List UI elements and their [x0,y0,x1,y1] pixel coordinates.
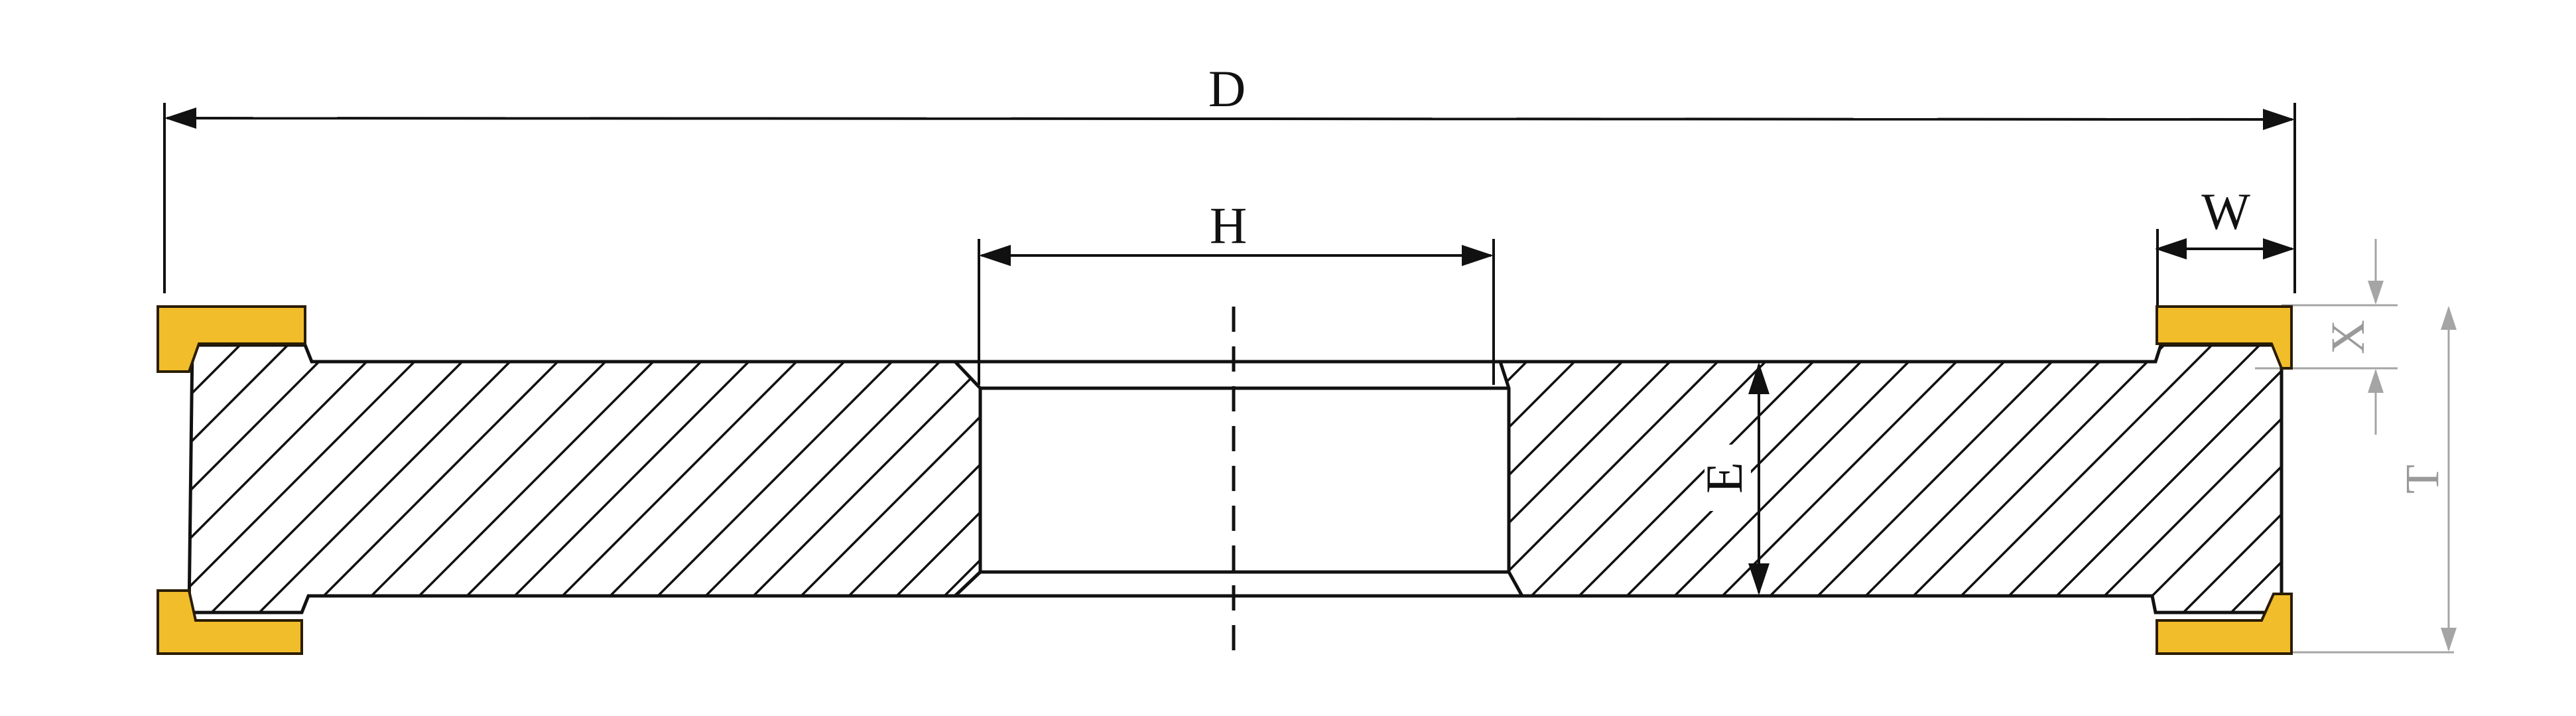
abrasive-top-left [157,305,306,373]
hatch-line [1700,345,1981,612]
wheel-body-right-outline [1498,343,2284,614]
hatch-line [2177,345,2282,612]
dimension-h: H [978,196,1495,385]
dimension-d: D [163,60,2296,293]
hatch-right [1500,345,2282,612]
hatch-line [1986,345,2268,612]
hatch-line [1500,345,1695,612]
hatch-line [683,345,964,612]
d-dimension-line [164,107,2295,130]
hatch-line [189,345,296,612]
abrasive-top-right [2156,305,2293,370]
hatch-line [1939,345,2220,612]
hatch-line [540,345,821,612]
e-label-background [1705,445,1751,511]
hatch-line [1891,345,2172,612]
hatch-line [1652,345,1933,612]
h-label: H [1210,196,1247,254]
hatch-line [1557,345,1838,612]
dimension-w: W [2155,182,2295,309]
hatch-line [588,345,869,612]
hatch-line [492,345,773,612]
hatch-line [301,345,582,612]
w-label: W [2201,182,2250,240]
bore [955,307,1522,650]
e-label: E [1695,462,1753,494]
d-label: D [1208,60,1246,117]
hatch-line [2034,345,2282,612]
wheel-body-left [187,343,982,614]
hatch-line [206,345,487,612]
hatch-line [397,345,678,612]
dimension-e: E [1695,362,1770,595]
hatch-line [922,345,980,612]
abrasive-bottom-right [2156,593,2293,655]
hatch-line [189,345,200,612]
abrasive-bottom-left [157,589,303,655]
hatch-line [1748,345,2029,612]
t-label: T [2396,465,2449,494]
hatch-line [1500,345,1599,612]
hatch-line [1500,345,1504,612]
hatch-line [253,345,535,612]
hatch-line [874,345,980,612]
hatch-line [1843,345,2124,612]
wheel-body-right [1498,343,2284,614]
dimension-x: X [2255,239,2398,435]
hatch-line [189,345,391,612]
hatch-line [826,345,980,612]
hatch-line [189,345,344,612]
hatch-line [2082,345,2282,612]
hatch-line [635,345,917,612]
hatch-line [189,345,248,612]
hatch-line [970,345,980,612]
hatch-line [1509,345,1790,612]
hatch-line [1795,345,2077,612]
hatch-line [189,345,439,612]
hatch-line [779,345,980,612]
hatch-line [731,345,980,612]
hatch-left [189,345,980,612]
x-label: X [2321,320,2374,354]
hatch-line [2225,345,2282,612]
dimension-t: T [2282,306,2457,654]
hatch-line [444,345,726,612]
abrasive-segments [157,305,2293,655]
hatch-line [349,345,630,612]
hatch-line [2130,345,2282,612]
